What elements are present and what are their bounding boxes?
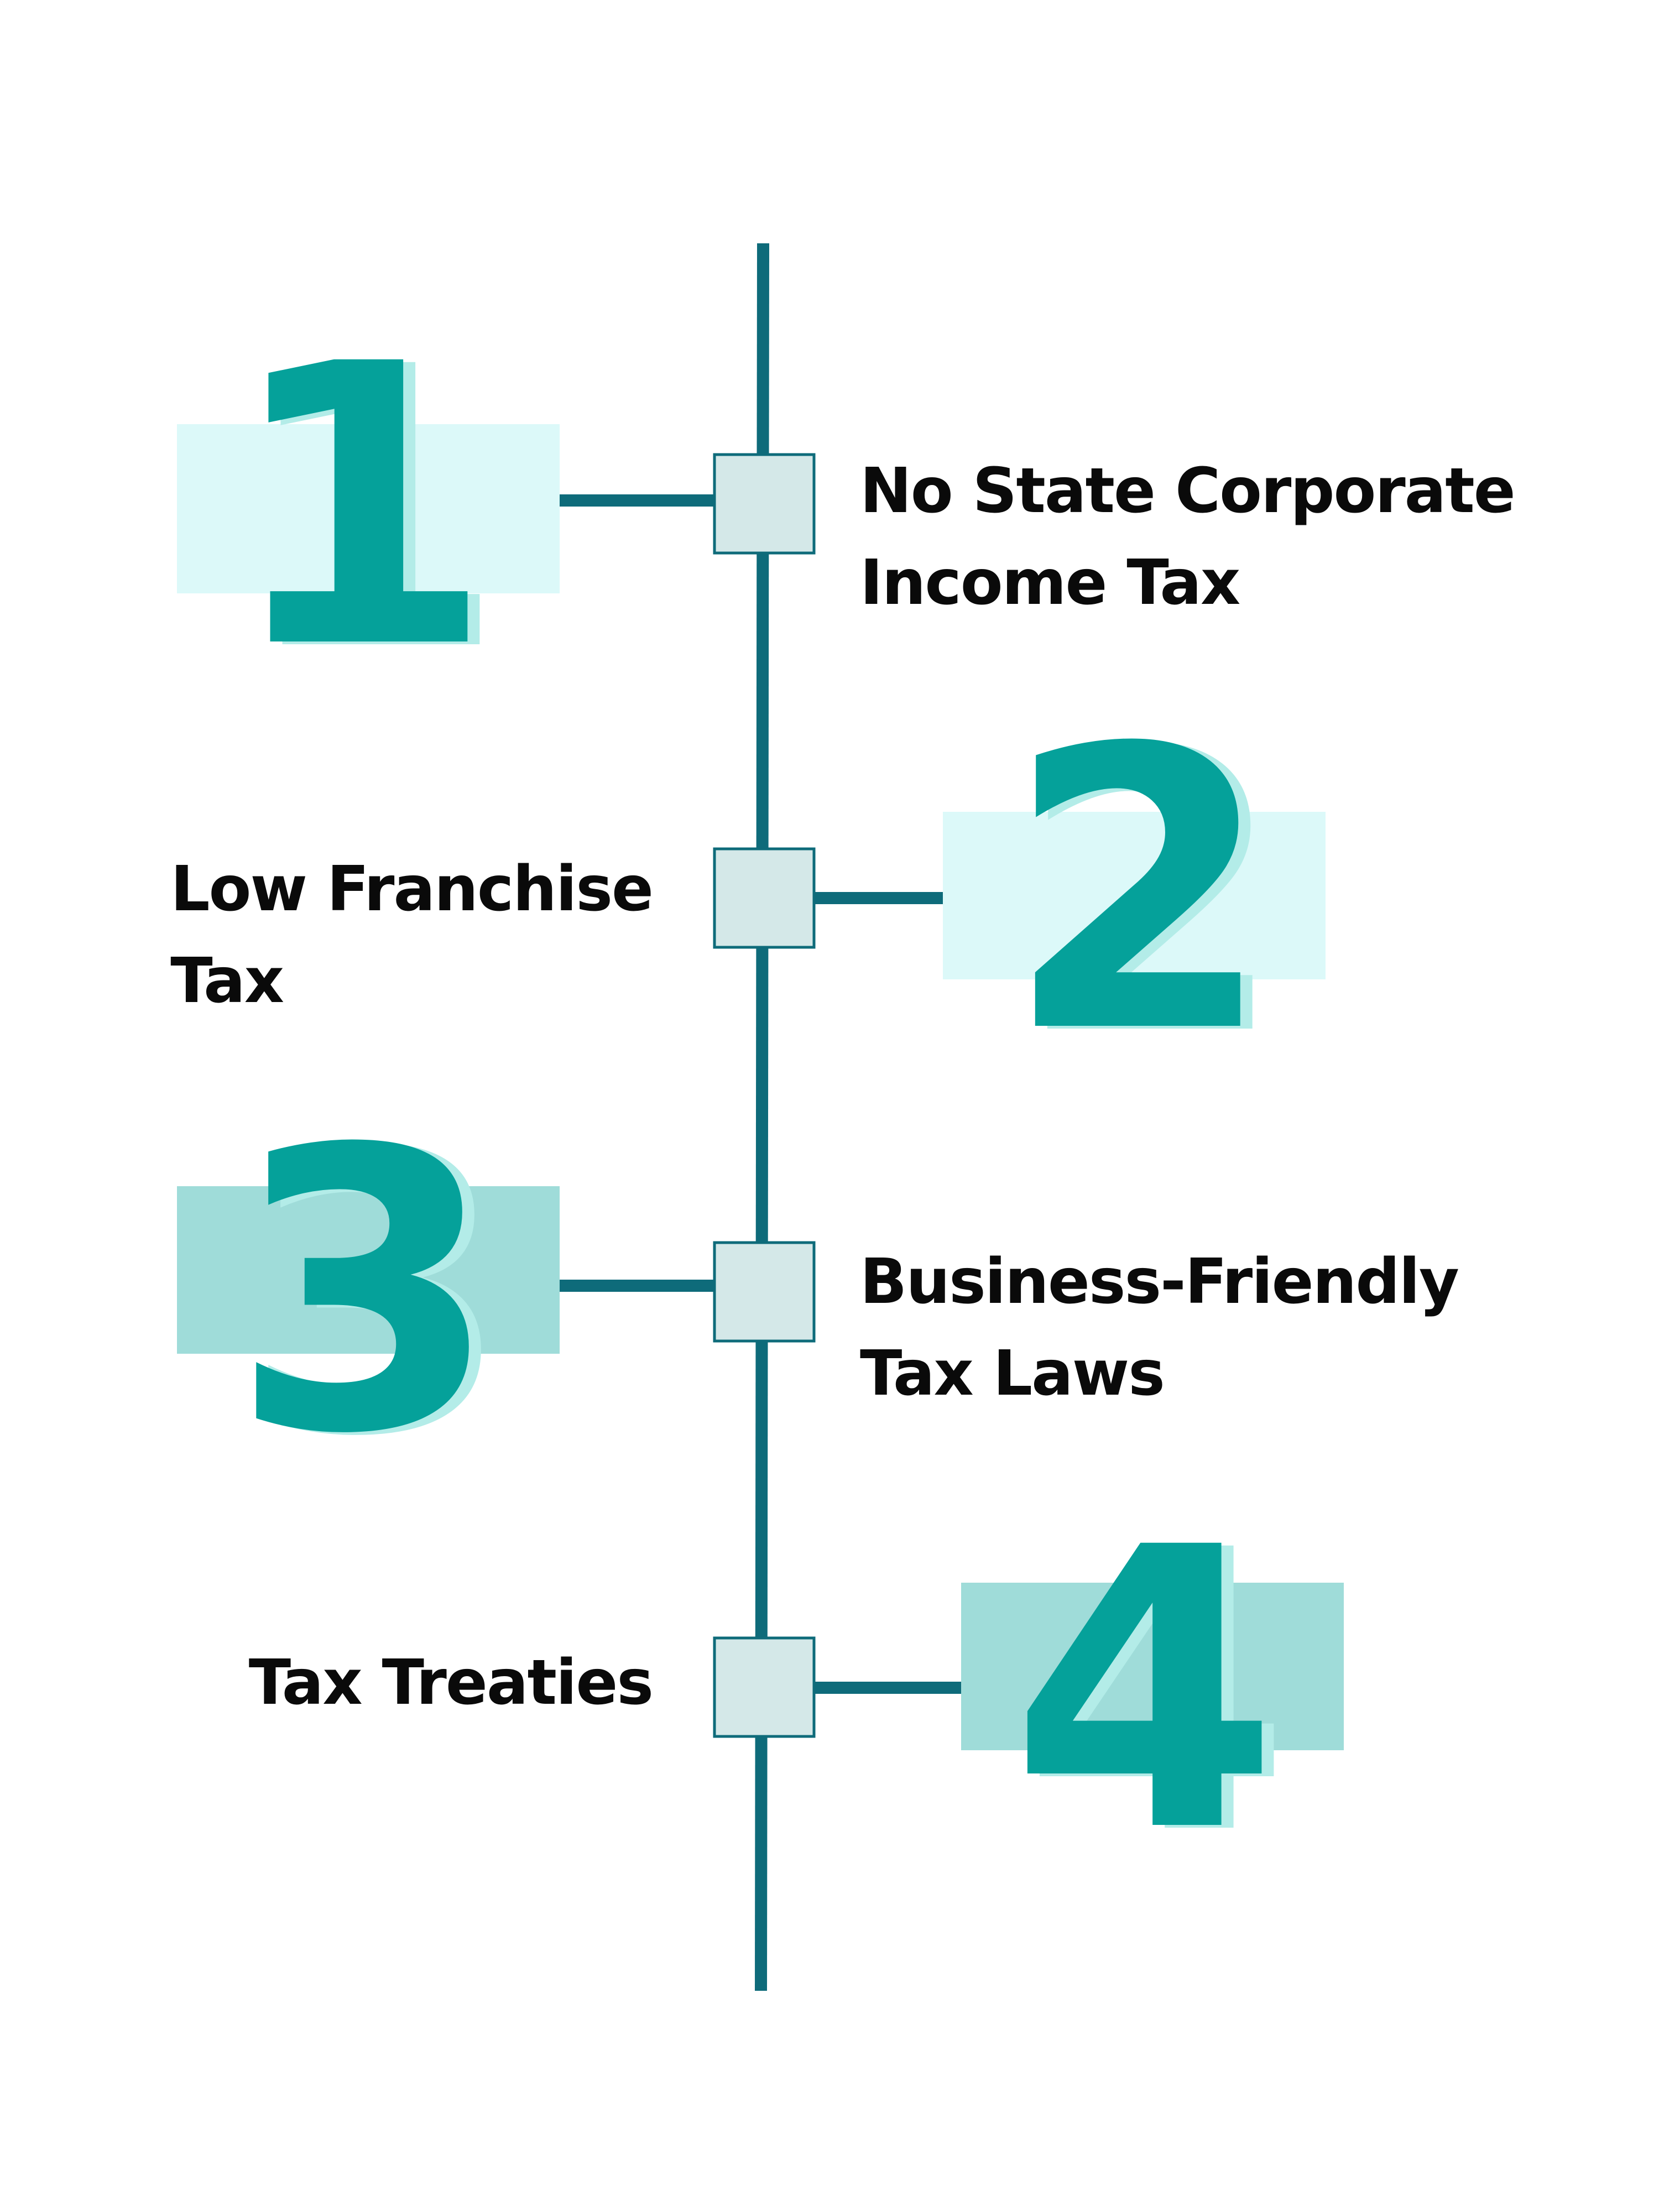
step-2-label-line-1: Low Franchise (170, 853, 654, 925)
step-1-label-line-2: Income Tax (860, 547, 1240, 619)
step-1-node (713, 453, 816, 555)
step-3-label-line-2: Tax Laws (860, 1338, 1165, 1410)
step-2-backdrop (943, 812, 1326, 979)
step-4-number: 4 (1010, 1466, 1279, 1917)
step-3-number-shadow: 3 (242, 1071, 512, 1521)
step-3-label-line-1: Business-Friendly (860, 1246, 1459, 1318)
step-1-backdrop (177, 424, 560, 593)
step-1-label-line-1: No State Corporate (860, 455, 1516, 527)
step-1-label: No State Corporate Income Tax (860, 445, 1516, 629)
step-3-backdrop (177, 1186, 560, 1354)
step-2-label: Low Franchise Tax (170, 843, 654, 1027)
step-2-number-shadow: 2 (1016, 670, 1286, 1120)
step-1: 1 1 (177, 283, 816, 736)
step-2-node (713, 847, 816, 949)
step-1-number-shadow: 1 (237, 285, 506, 736)
step-4: 4 4 (713, 1466, 1344, 1919)
step-2: 2 2 (713, 667, 1326, 1120)
step-2-number: 2 (1004, 667, 1274, 1118)
step-4-label-line-1: Tax Treaties (248, 1647, 654, 1719)
step-3-node (713, 1241, 816, 1343)
step-4-node (713, 1636, 816, 1738)
step-3-number: 3 (230, 1068, 499, 1519)
step-3-label: Business-Friendly Tax Laws (860, 1236, 1459, 1420)
step-1-number: 1 (225, 283, 494, 733)
step-4-number-shadow: 4 (1022, 1469, 1291, 1919)
step-3: 3 3 (177, 1068, 816, 1521)
step-2-label-line-2: Tax (170, 945, 284, 1017)
step-4-backdrop (961, 1583, 1344, 1750)
step-4-label: Tax Treaties (248, 1637, 654, 1729)
